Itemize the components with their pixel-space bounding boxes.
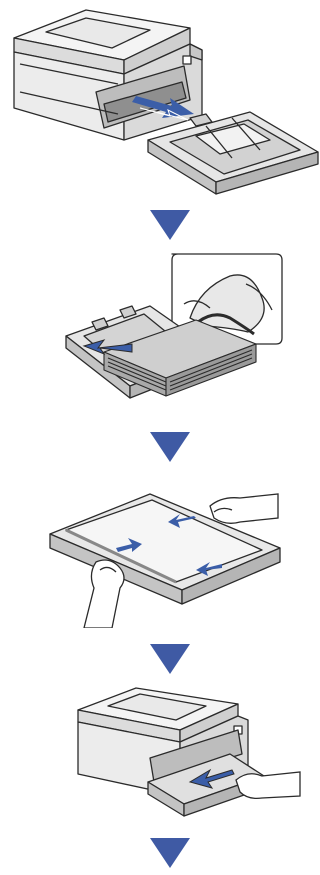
step-adjust-paper-guides	[0, 478, 320, 628]
down-triangle-connector-4	[148, 836, 192, 870]
step-pull-out-tray	[0, 0, 320, 200]
insert-tray-illustration	[0, 684, 320, 824]
step-push-tray-back	[0, 684, 320, 824]
hand-left	[84, 560, 124, 628]
load-paper-illustration	[0, 248, 320, 418]
down-triangle-connector-2	[148, 430, 192, 464]
adjust-guides-illustration	[0, 478, 320, 628]
down-triangle-connector-1	[148, 208, 192, 242]
hand-right	[210, 494, 278, 523]
down-triangle-connector-3	[148, 642, 192, 676]
step-load-fanned-paper	[0, 248, 320, 418]
printer-tray-removed-illustration	[0, 0, 320, 200]
hand-pushing	[236, 772, 300, 798]
printer	[14, 10, 202, 140]
